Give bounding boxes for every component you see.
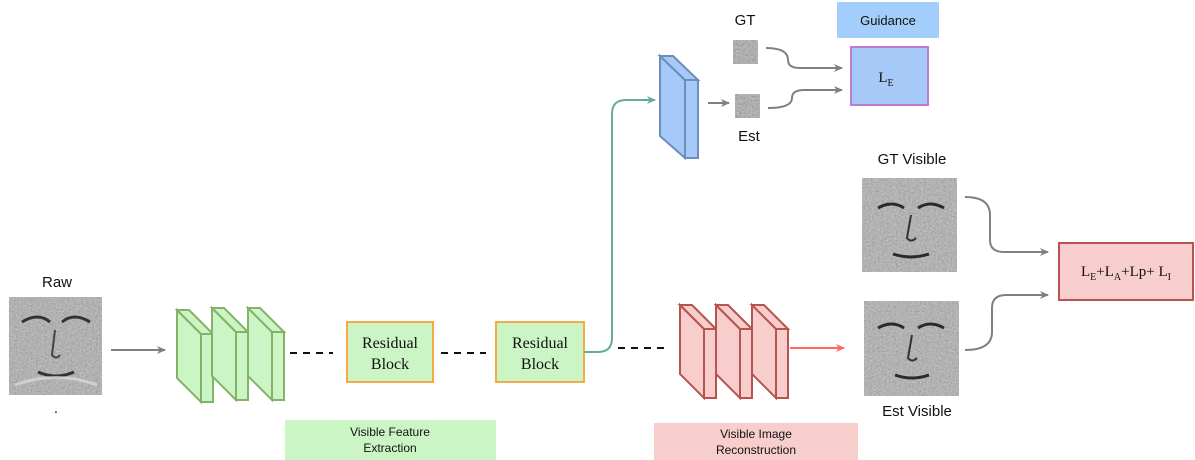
decoder-conv-blocks [677, 302, 791, 401]
edge-loss-box: LE [850, 46, 929, 106]
residual-block-1: Residual Block [346, 321, 434, 383]
arrow-residual-to-guidance [584, 96, 656, 353]
residual-block-2-line1: Residual [512, 335, 569, 352]
raw-face-image [9, 297, 102, 395]
raw-dot: . [54, 400, 58, 417]
visible-image-reconstruction-tag: Visible Image Reconstruction [654, 423, 858, 460]
visible-feature-extraction-line2: Extraction [363, 441, 416, 455]
residual-block-1-line1: Residual [362, 335, 419, 352]
guidance-tag: Guidance [837, 2, 939, 38]
visible-image-reconstruction-line1: Visible Image [720, 427, 792, 441]
raw-label: Raw [42, 274, 72, 291]
visible-feature-extraction-tag: Visible Feature Extraction [285, 420, 496, 460]
visible-image-reconstruction-line2: Reconstruction [716, 443, 796, 457]
visible-feature-extraction-line1: Visible Feature [350, 425, 430, 439]
residual-block-2: Residual Block [495, 321, 585, 383]
residual-block-1-line2: Block [371, 356, 409, 373]
guidance-label: Guidance [860, 13, 916, 28]
est-visible-label: Est Visible [882, 403, 952, 420]
total-loss-box: LE+LA+Lp+ LI [1058, 242, 1194, 301]
est-visible-image [864, 301, 959, 396]
arrow-est-visible-to-total-loss [964, 291, 1049, 351]
arrow-gt-visible-to-total-loss [964, 196, 1049, 256]
gt-visible-image [862, 178, 957, 272]
arrow-gt-to-le [765, 47, 843, 72]
arrow-est-to-le [767, 86, 843, 109]
gt-edge-image [733, 40, 758, 64]
gt-visible-label: GT Visible [878, 151, 947, 168]
residual-block-2-line2: Block [521, 356, 559, 373]
guidance-feature-block [657, 53, 701, 161]
total-loss-label: LE+LA+Lp+ LI [1081, 264, 1171, 283]
est-edge-image [735, 94, 760, 118]
encoder-conv-blocks [174, 305, 287, 405]
est-label: Est [738, 128, 761, 145]
edge-loss-label: LE [878, 70, 893, 89]
gt-label: GT [735, 12, 756, 29]
